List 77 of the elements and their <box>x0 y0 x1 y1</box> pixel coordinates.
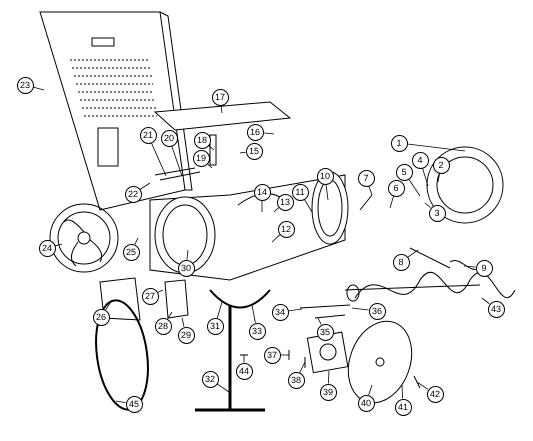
leader-line <box>134 238 138 245</box>
callout-number: 24 <box>38 240 56 256</box>
callout-number: 32 <box>202 370 218 388</box>
leader-line <box>220 105 222 114</box>
leader-line <box>171 146 182 176</box>
callout-number: 23 <box>16 76 34 94</box>
callout-number: 38 <box>288 372 304 388</box>
leader-line <box>352 308 369 310</box>
leader-line <box>32 86 44 90</box>
callout-number: 39 <box>320 384 336 400</box>
callout-number: 28 <box>154 318 172 334</box>
leader-line <box>186 250 188 260</box>
leader-line <box>263 132 274 134</box>
leader-line <box>151 142 166 176</box>
callout-number: 45 <box>126 396 142 412</box>
leader-line <box>408 250 418 258</box>
leader-line <box>328 370 330 384</box>
leader-line <box>407 144 466 152</box>
leader-line <box>416 382 428 390</box>
callout-number: 27 <box>142 288 158 304</box>
callout-number: 5 <box>396 164 412 180</box>
leader-line <box>216 302 222 318</box>
callout-number: 7 <box>358 170 374 186</box>
callout-number: 43 <box>488 300 504 318</box>
leader-line <box>240 152 246 154</box>
leader-line <box>438 172 440 182</box>
leader-line <box>304 198 312 212</box>
callout-number: 1 <box>390 134 408 152</box>
leader-line <box>408 178 420 196</box>
callout-number: 34 <box>272 304 288 320</box>
leader-line <box>368 186 372 196</box>
callout-number: 14 <box>254 184 270 200</box>
callout-number: 42 <box>426 386 444 402</box>
callout-number: 41 <box>394 398 412 416</box>
callout-number: 25 <box>122 244 140 260</box>
callout-number: 6 <box>388 180 404 196</box>
callout-number: 17 <box>212 88 228 106</box>
callout-number: 10 <box>316 168 334 184</box>
callout-number: 18 <box>194 132 210 148</box>
leader-line <box>54 244 62 246</box>
leader-line <box>272 234 280 242</box>
leader-line <box>464 266 476 268</box>
callout-number: 31 <box>206 318 224 334</box>
leader-line <box>105 300 112 310</box>
leader-line <box>318 318 322 325</box>
leader-line <box>182 318 184 328</box>
callout-number: 3 <box>428 204 446 222</box>
leader-line <box>326 184 328 200</box>
leader-line <box>482 298 490 304</box>
leader-line <box>167 312 172 320</box>
callout-number: 16 <box>246 124 264 140</box>
leader-line <box>280 354 290 356</box>
leader-line <box>368 384 372 396</box>
callout-number: 26 <box>92 308 110 326</box>
callout-number: 8 <box>392 254 410 270</box>
callout-number: 4 <box>412 152 428 168</box>
callout-number: 29 <box>178 326 194 344</box>
leader-line <box>402 384 404 399</box>
callout-number: 36 <box>368 302 386 320</box>
leader-line <box>390 196 394 208</box>
callout-number: 15 <box>246 142 262 160</box>
callout-number: 35 <box>316 324 334 340</box>
leader-line <box>299 362 306 373</box>
callout-number: 9 <box>476 260 492 276</box>
leader-line <box>252 304 256 324</box>
callout-number: 2 <box>432 156 450 174</box>
callout-number: 44 <box>236 362 252 380</box>
leader-line <box>274 207 280 212</box>
leader-line <box>288 308 302 312</box>
leader-line <box>116 400 126 403</box>
leader-line <box>422 168 428 186</box>
leader-line <box>424 202 431 208</box>
leader-line <box>216 383 230 392</box>
callout-number: 19 <box>192 150 210 166</box>
leader-line <box>140 182 150 190</box>
callout-number: 37 <box>264 346 280 364</box>
callout-number: 33 <box>248 322 266 340</box>
